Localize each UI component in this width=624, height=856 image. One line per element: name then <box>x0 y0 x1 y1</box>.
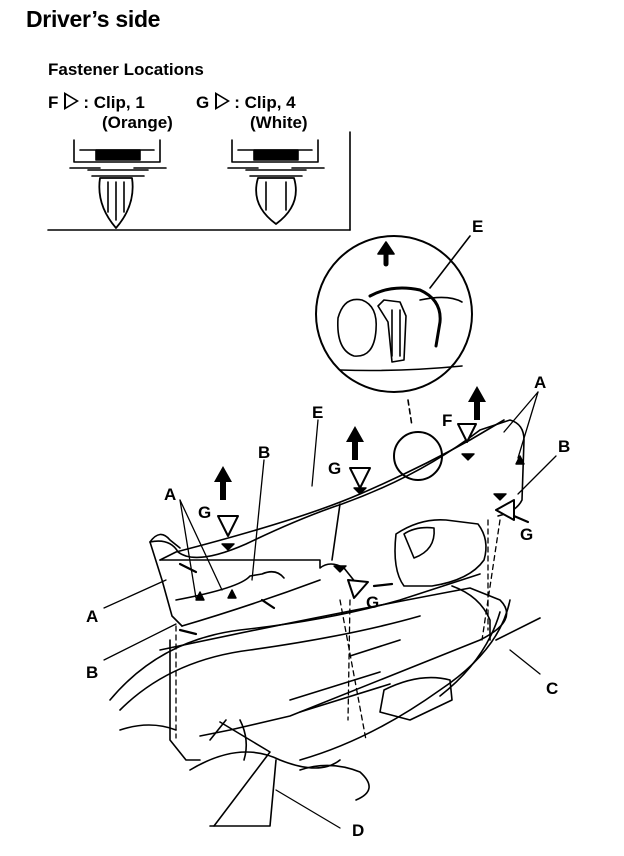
callout-f: F <box>442 411 452 430</box>
callout-c: C <box>546 679 558 698</box>
removal-up-arrows <box>214 386 486 500</box>
callout-a: A <box>86 607 98 626</box>
callout-b: B <box>86 663 98 682</box>
g-clip-triangle-markers <box>217 423 515 599</box>
callout-a: A <box>164 485 176 504</box>
upper-panel-e <box>149 419 505 561</box>
clip-triangle-icon <box>64 92 80 110</box>
callout-g: G <box>198 503 211 522</box>
callout-e: E <box>472 217 483 236</box>
up-arrow-icon <box>468 386 486 420</box>
lower-cover-panel <box>109 419 541 827</box>
callout-g: G <box>328 459 341 478</box>
legend-text-g: : Clip, 4 <box>234 93 296 112</box>
legend-letter-f: F <box>48 93 59 112</box>
page-title: Driver’s side <box>26 6 161 32</box>
legend-item-f: F : Clip, 1 (Orange) <box>48 92 173 133</box>
callout-labels: E E A F B B G A G G G A B C D <box>86 217 570 840</box>
callout-g: G <box>520 525 533 544</box>
callout-leaders <box>103 391 557 829</box>
callout-b: B <box>258 443 270 462</box>
up-arrow-icon <box>214 466 232 500</box>
clip-white-icon <box>227 139 325 225</box>
legend-frame <box>47 131 351 231</box>
callout-b: B <box>558 437 570 456</box>
clip-triangle-icon <box>215 92 231 110</box>
callout-g: G <box>366 593 379 612</box>
legend-color-g: (White) <box>250 113 308 132</box>
legend-letter-g: G <box>196 93 210 112</box>
clip-markers <box>195 453 525 601</box>
clip-orange-icon <box>69 139 167 229</box>
callout-d: D <box>352 821 364 840</box>
legend-item-g: G : Clip, 4 (White) <box>196 92 308 133</box>
callout-a: A <box>534 373 546 392</box>
legend-color-f: (Orange) <box>102 113 173 132</box>
up-arrow-icon <box>346 426 364 460</box>
fastener-heading: Fastener Locations <box>48 60 204 79</box>
legend-text-f: : Clip, 1 <box>83 93 145 112</box>
callout-e: E <box>312 403 323 422</box>
detail-magnifier <box>315 235 473 481</box>
direction-arrows <box>178 514 530 636</box>
